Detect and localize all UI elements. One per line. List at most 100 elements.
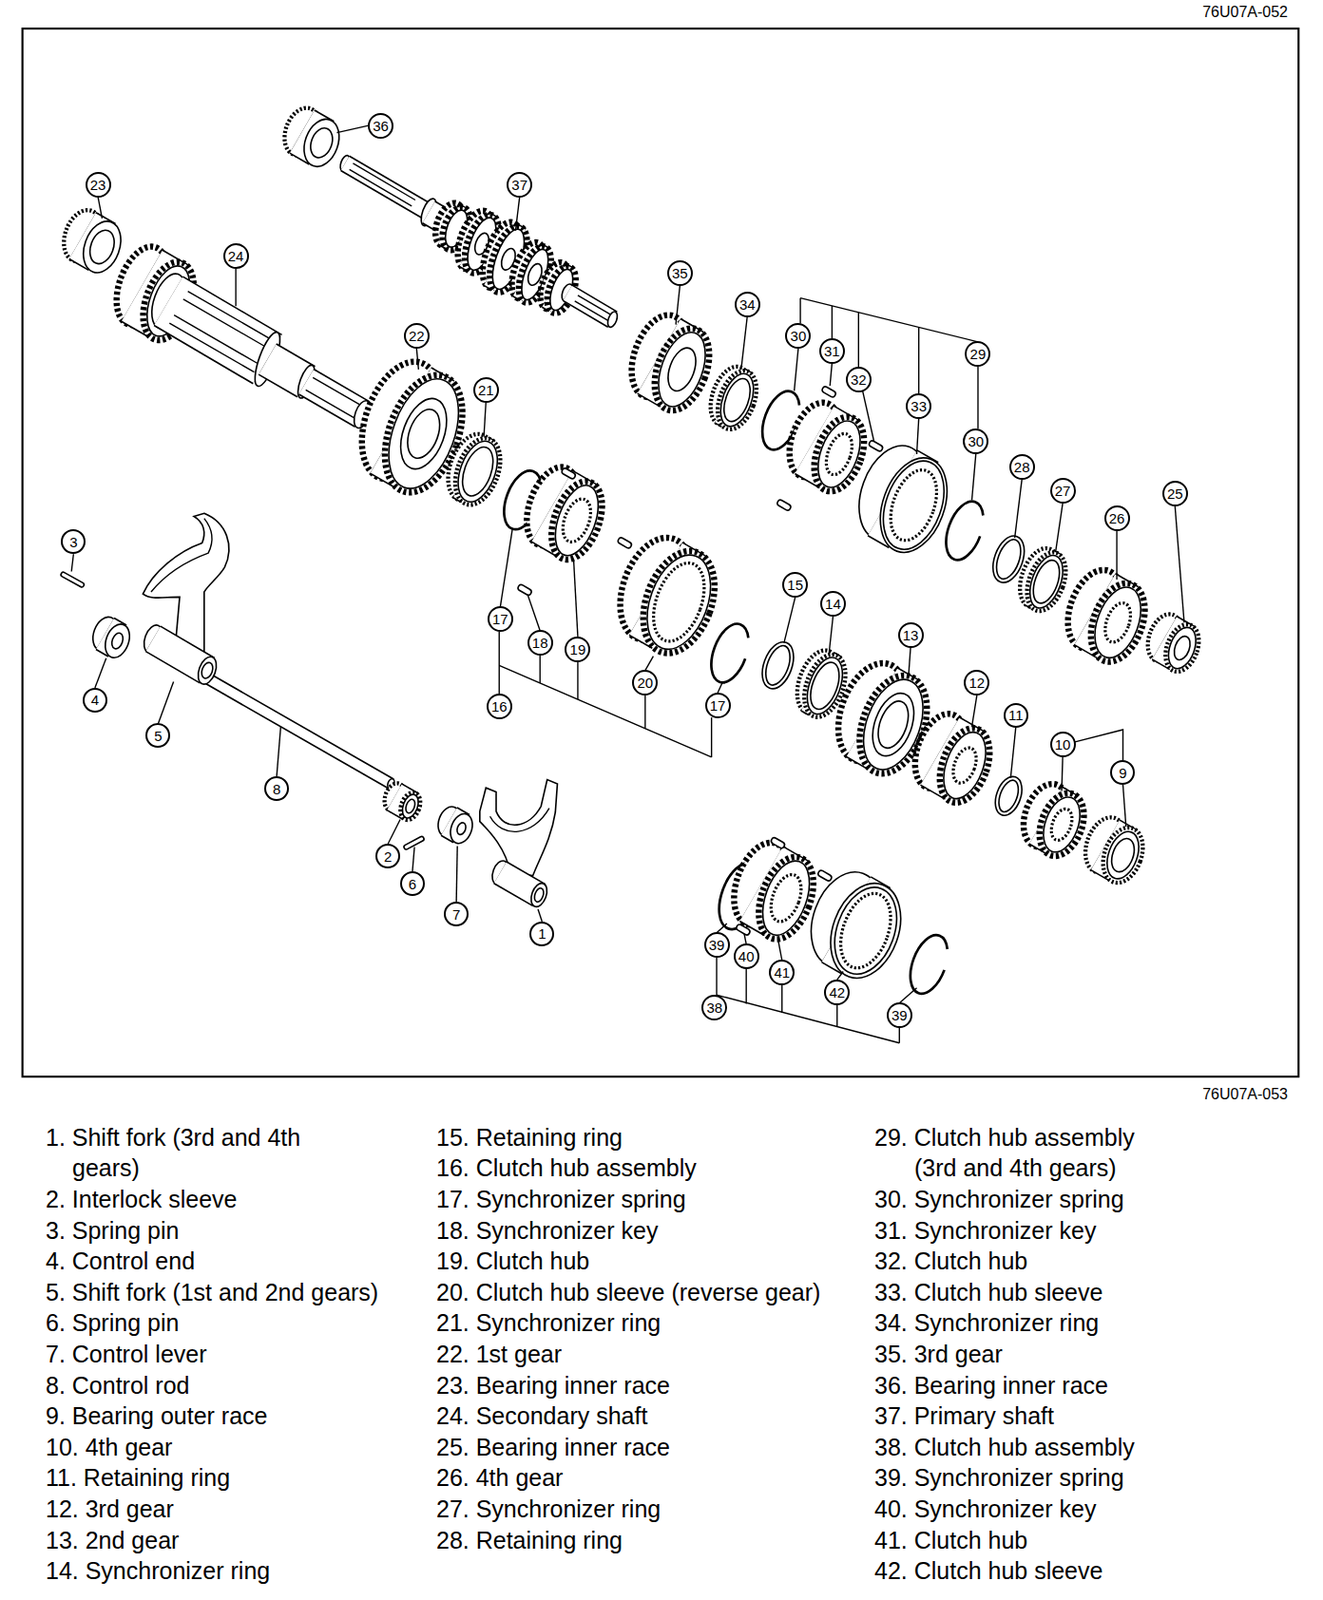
callout-number: 18 (532, 635, 549, 651)
fourth-gear (1057, 562, 1155, 670)
synchronizer-key (560, 467, 576, 480)
primary-shaft (577, 295, 614, 317)
third-gear (905, 707, 999, 810)
synchronizer-ring (1028, 556, 1065, 607)
secondary-shaft (169, 323, 254, 373)
second-gear (872, 697, 915, 753)
clutch-hub-sleeve (643, 556, 714, 649)
leader-line (1115, 531, 1117, 581)
parts-list-entry: 27. Synchronizer ring (436, 1494, 661, 1526)
parts-list-entry: 28. Retaining ring (436, 1525, 623, 1557)
leader-line (741, 316, 748, 370)
callout-circle: 40 (733, 943, 760, 970)
clutch-hub-sleeve (882, 463, 946, 547)
parts-list-entry: 33. Clutch hub sleeve (874, 1277, 1103, 1309)
callout-circle: 17 (487, 606, 514, 633)
synchronizer-ring (456, 442, 499, 500)
callout-number: 33 (910, 399, 927, 414)
callout-number: 36 (372, 118, 389, 134)
clutch-hub-sleeve (818, 873, 914, 988)
fourth-gear (1015, 778, 1093, 863)
first-gear (391, 392, 456, 476)
shift-fork (479, 780, 558, 877)
callout-circle: 16 (486, 693, 513, 720)
leader-line (717, 681, 723, 693)
callout-number: 30 (967, 434, 984, 449)
group-bracket (781, 985, 783, 1014)
parts-list-entry: 21. Synchronizer ring (436, 1307, 661, 1340)
control-lever (434, 804, 477, 847)
synchronizer-key (817, 869, 833, 882)
group-bracket (710, 717, 712, 758)
fourth-gear (1080, 575, 1155, 670)
retaining-ring (993, 775, 1025, 818)
callout-number: 7 (452, 907, 461, 922)
clutch-hub (723, 835, 824, 947)
callout-number: 37 (511, 177, 528, 192)
control-end (88, 613, 135, 662)
callout-circle: 7 (443, 901, 469, 927)
shift-fork (479, 780, 558, 910)
third-gear (649, 325, 714, 413)
callout-circle: 34 (734, 291, 761, 318)
synchronizer-key (517, 583, 533, 596)
synchronizer-key (769, 837, 786, 850)
group-bracket (899, 1028, 901, 1044)
callout-number: 28 (1014, 460, 1031, 475)
callout-circle: 4 (82, 688, 108, 713)
fourth-gear (1100, 599, 1136, 646)
callout-circle: 29 (964, 341, 991, 367)
primary-shaft (605, 310, 619, 329)
control-end (110, 632, 126, 652)
retaining-ring (993, 775, 1025, 818)
leader-line (675, 286, 680, 326)
callout-number: 10 (1054, 737, 1072, 752)
leader-line (829, 363, 832, 386)
leader-line (515, 196, 519, 231)
leader-line (499, 528, 513, 608)
parts-list-entry: 26. 4th gear (436, 1462, 563, 1495)
leader-line (1123, 785, 1127, 827)
fourth-gear (1086, 581, 1151, 665)
fourth-gear (1047, 805, 1076, 844)
callout-number: 29 (970, 346, 987, 362)
retaining-ring (758, 640, 797, 691)
callout-circle: 21 (473, 377, 499, 403)
parts-list-entry: 4. Control end (45, 1246, 195, 1278)
callout-number: 17 (709, 698, 727, 713)
callout-circle: 9 (1110, 760, 1135, 786)
callout-number: 21 (478, 383, 495, 398)
secondary-shaft (306, 389, 360, 421)
group-bracket (858, 312, 860, 368)
clutch-hub (517, 460, 613, 567)
group-bracket (716, 995, 900, 1043)
leader-line (574, 561, 578, 637)
group-bracket (918, 326, 920, 394)
leader-line (972, 694, 978, 727)
leader-line (1061, 756, 1063, 792)
callout-circle: 37 (506, 172, 533, 198)
group-bracket (745, 968, 747, 1004)
leader-line (908, 647, 911, 676)
group-bracket (576, 661, 578, 700)
callout-circle: 33 (905, 393, 932, 420)
leader-line (412, 847, 415, 873)
callout-number: 27 (1054, 483, 1072, 499)
synchronizer-ring (440, 427, 510, 512)
leader-line (794, 347, 799, 391)
synchronizer-ring (1023, 551, 1070, 614)
callout-number: 41 (773, 965, 790, 980)
parts-list-entry: 25. Bearing inner race (436, 1432, 671, 1464)
callout-number: 31 (824, 344, 841, 359)
leader-line (527, 594, 540, 632)
parts-list-entry: 34. Synchronizer ring (874, 1307, 1099, 1340)
figure-code: 76U07A-053 (1202, 1086, 1288, 1104)
bearing-inner-race (278, 102, 346, 172)
clutch-hub-sleeve (634, 546, 723, 658)
callout-circle: 30 (962, 428, 989, 455)
callout-number: 38 (707, 1000, 724, 1016)
callout-number: 35 (671, 266, 689, 281)
bearing-outer-race (1101, 827, 1146, 884)
parts-list-entry: 42. Clutch hub sleeve (874, 1555, 1103, 1588)
